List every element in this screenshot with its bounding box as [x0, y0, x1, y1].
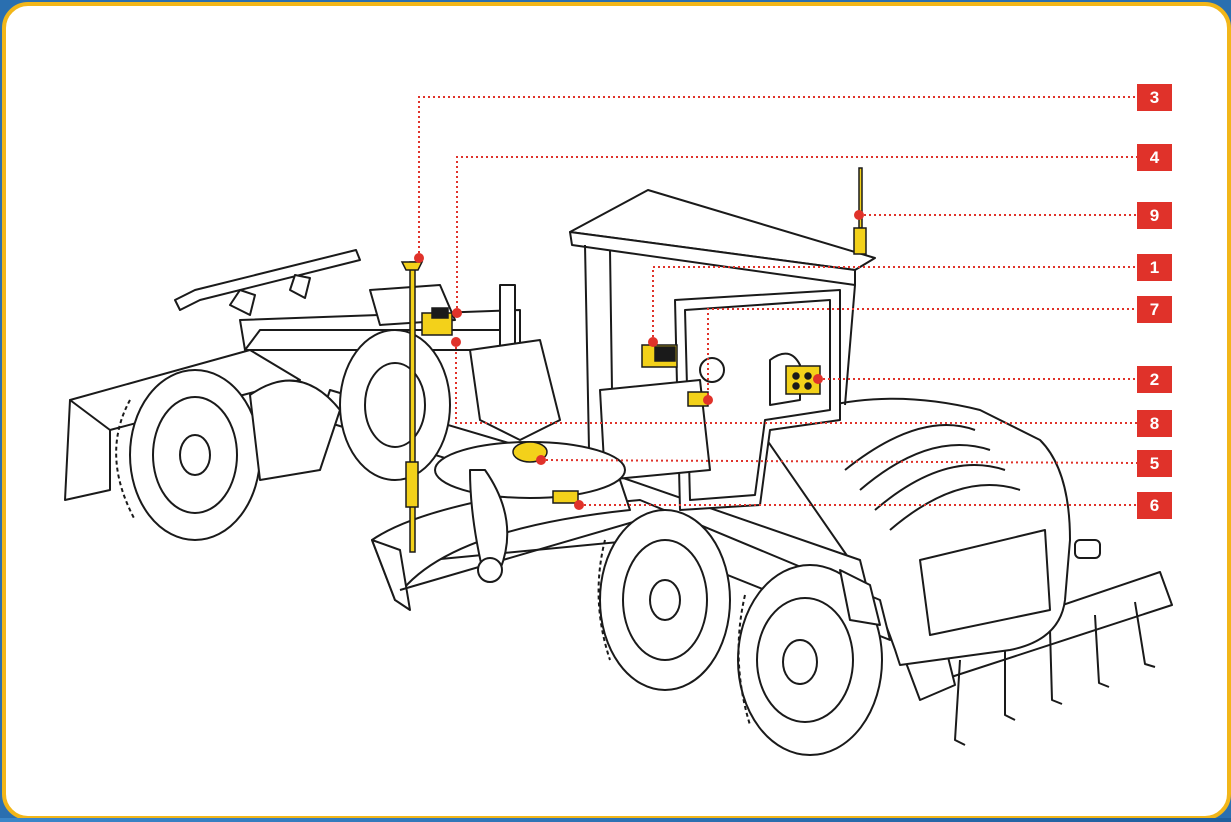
- callout-3: 3: [1137, 84, 1172, 111]
- front-wheel-left: [115, 369, 341, 541]
- callout-6: 6: [1137, 492, 1172, 519]
- receiver-cap: [400, 261, 424, 271]
- rear-wheel-front: [597, 509, 731, 691]
- front-arm: [174, 249, 521, 351]
- bottom-strip: [0, 818, 1231, 822]
- callout-9: 9: [1137, 202, 1172, 229]
- anchor-dots: [414, 210, 864, 510]
- rear-wheel-back: [737, 564, 883, 756]
- leader-lines: [418, 96, 1138, 506]
- callout-1: 1: [1137, 254, 1172, 281]
- valve-block: [552, 490, 579, 504]
- blade-sensor: [405, 461, 419, 508]
- callout-4: 4: [1137, 144, 1172, 171]
- antenna-base: [853, 227, 867, 255]
- moldboard: [371, 479, 641, 611]
- mast-pole: [409, 261, 416, 553]
- callout-8: 8: [1137, 410, 1172, 437]
- circle-drawbar: [434, 441, 626, 583]
- callout-2: 2: [1137, 366, 1172, 393]
- callout-7: 7: [1137, 296, 1172, 323]
- lift-cylinder: [469, 284, 561, 441]
- callout-5: 5: [1137, 450, 1172, 477]
- components: [400, 167, 867, 553]
- front-wheel-right: [339, 329, 451, 481]
